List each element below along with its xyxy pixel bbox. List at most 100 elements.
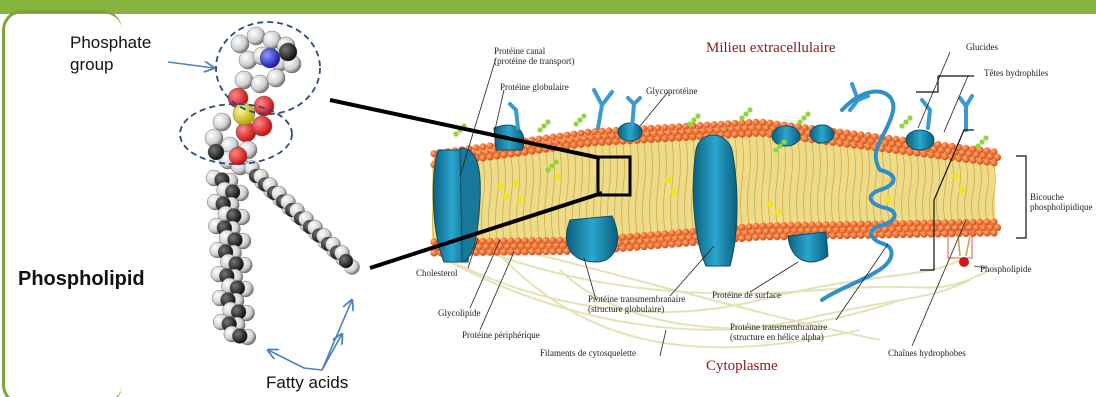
label-peripheral-protein: Protéine périphérique xyxy=(462,330,540,340)
lipid-head xyxy=(878,231,885,238)
lipid-head xyxy=(640,243,647,250)
lipid-head xyxy=(591,139,598,146)
glycan-bead xyxy=(577,117,582,122)
lipid-head xyxy=(682,134,689,141)
lipid-head xyxy=(528,248,535,255)
lipid-head xyxy=(850,141,857,148)
lipid-head xyxy=(500,248,507,255)
lipid-head xyxy=(990,159,997,166)
lipid-head xyxy=(598,139,605,146)
atom xyxy=(339,254,353,268)
lipid-head xyxy=(486,249,493,256)
glycan-bead xyxy=(545,167,550,172)
lipid-head xyxy=(990,229,997,236)
lipid-head xyxy=(689,133,696,140)
glycan-bead xyxy=(903,119,908,124)
lipid-head xyxy=(675,240,682,247)
atom xyxy=(231,35,249,53)
lipid-head xyxy=(647,242,654,249)
lipid-head xyxy=(899,231,906,238)
lipid-head xyxy=(612,138,619,145)
lipid-head xyxy=(752,130,759,137)
lipid-head xyxy=(521,248,528,255)
transmembrane-globular-protein xyxy=(693,135,737,266)
atom xyxy=(213,113,231,131)
atom xyxy=(260,48,280,68)
lipid-head xyxy=(934,230,941,237)
lipid-head xyxy=(976,230,983,237)
cholesterol-dot xyxy=(503,193,509,199)
cell-membrane-illustration xyxy=(430,52,1026,356)
glycan-bead xyxy=(983,135,988,140)
glycan-bead xyxy=(453,131,458,136)
glycan-bead xyxy=(553,159,558,164)
label-transmembrane-globular: Protéine transmembranaire (structure glo… xyxy=(588,294,685,314)
glycan-bead xyxy=(773,147,778,152)
lipid-head xyxy=(857,142,864,149)
cholesterol-dot xyxy=(671,189,677,195)
lipid-head xyxy=(864,143,871,150)
lipid-head xyxy=(927,151,934,158)
cholesterol-dot xyxy=(959,187,965,193)
glycan-bead xyxy=(907,115,912,120)
lipid-head xyxy=(514,248,521,255)
fatty-acids-label: Fatty acids xyxy=(266,372,348,394)
lipid-head xyxy=(528,147,535,154)
lipid-head xyxy=(780,233,787,240)
lipid-head xyxy=(535,147,542,154)
cholesterol-dot xyxy=(513,181,519,187)
lipid-head xyxy=(675,134,682,141)
lipid-head xyxy=(668,241,675,248)
glycan-bead xyxy=(899,123,904,128)
lipid-head xyxy=(885,231,892,238)
lipid-head xyxy=(983,230,990,237)
atom xyxy=(232,329,247,344)
lipid-head xyxy=(920,150,927,157)
lipid-head xyxy=(605,138,612,145)
lipid-head xyxy=(913,149,920,156)
cholesterol-dot xyxy=(665,177,671,183)
glycan-bead xyxy=(979,139,984,144)
lipid-head xyxy=(430,249,437,256)
lipid-head xyxy=(549,248,556,255)
cholesterol-dot xyxy=(517,197,523,203)
lipid-head xyxy=(906,231,913,238)
phospholipid-title: Phospholipid xyxy=(18,268,145,291)
glycan-bead xyxy=(743,111,748,116)
label-bilayer: Bicouche phospholipidique xyxy=(1030,192,1093,212)
lipid-head xyxy=(633,244,640,251)
lipid-head xyxy=(661,241,668,248)
atom xyxy=(208,144,224,160)
cholesterol-dot xyxy=(775,209,781,215)
lipid-head xyxy=(885,146,892,153)
atom xyxy=(252,116,272,136)
cholesterol-dot xyxy=(953,173,959,179)
lipid-head xyxy=(934,152,941,159)
label-surface-protein: Protéine de surface xyxy=(712,290,781,300)
glycan-bead xyxy=(545,119,550,124)
label-glucides: Glucides xyxy=(966,42,998,52)
lipid-head xyxy=(542,248,549,255)
lipid-head xyxy=(752,234,759,241)
glycan-bead xyxy=(797,119,802,124)
lipid-head xyxy=(584,140,591,147)
lipid-head xyxy=(906,149,913,156)
lipid-head xyxy=(899,148,906,155)
atom xyxy=(251,75,269,93)
lipid-head xyxy=(892,231,899,238)
lipid-head xyxy=(892,147,899,154)
lipid-head xyxy=(479,154,486,161)
lipid-head xyxy=(801,135,808,142)
glycan-bead xyxy=(695,113,700,118)
lipid-head xyxy=(514,149,521,156)
atom xyxy=(279,43,297,61)
lipid-head xyxy=(857,232,864,239)
lipid-head xyxy=(962,230,969,237)
lipid-head xyxy=(647,136,654,143)
lipid-head xyxy=(962,156,969,163)
atom xyxy=(247,27,265,45)
lipid-head xyxy=(500,151,507,158)
glycan-bead xyxy=(975,143,980,148)
cholesterol-dot xyxy=(497,183,503,189)
phospholipid-molecule xyxy=(205,27,360,345)
